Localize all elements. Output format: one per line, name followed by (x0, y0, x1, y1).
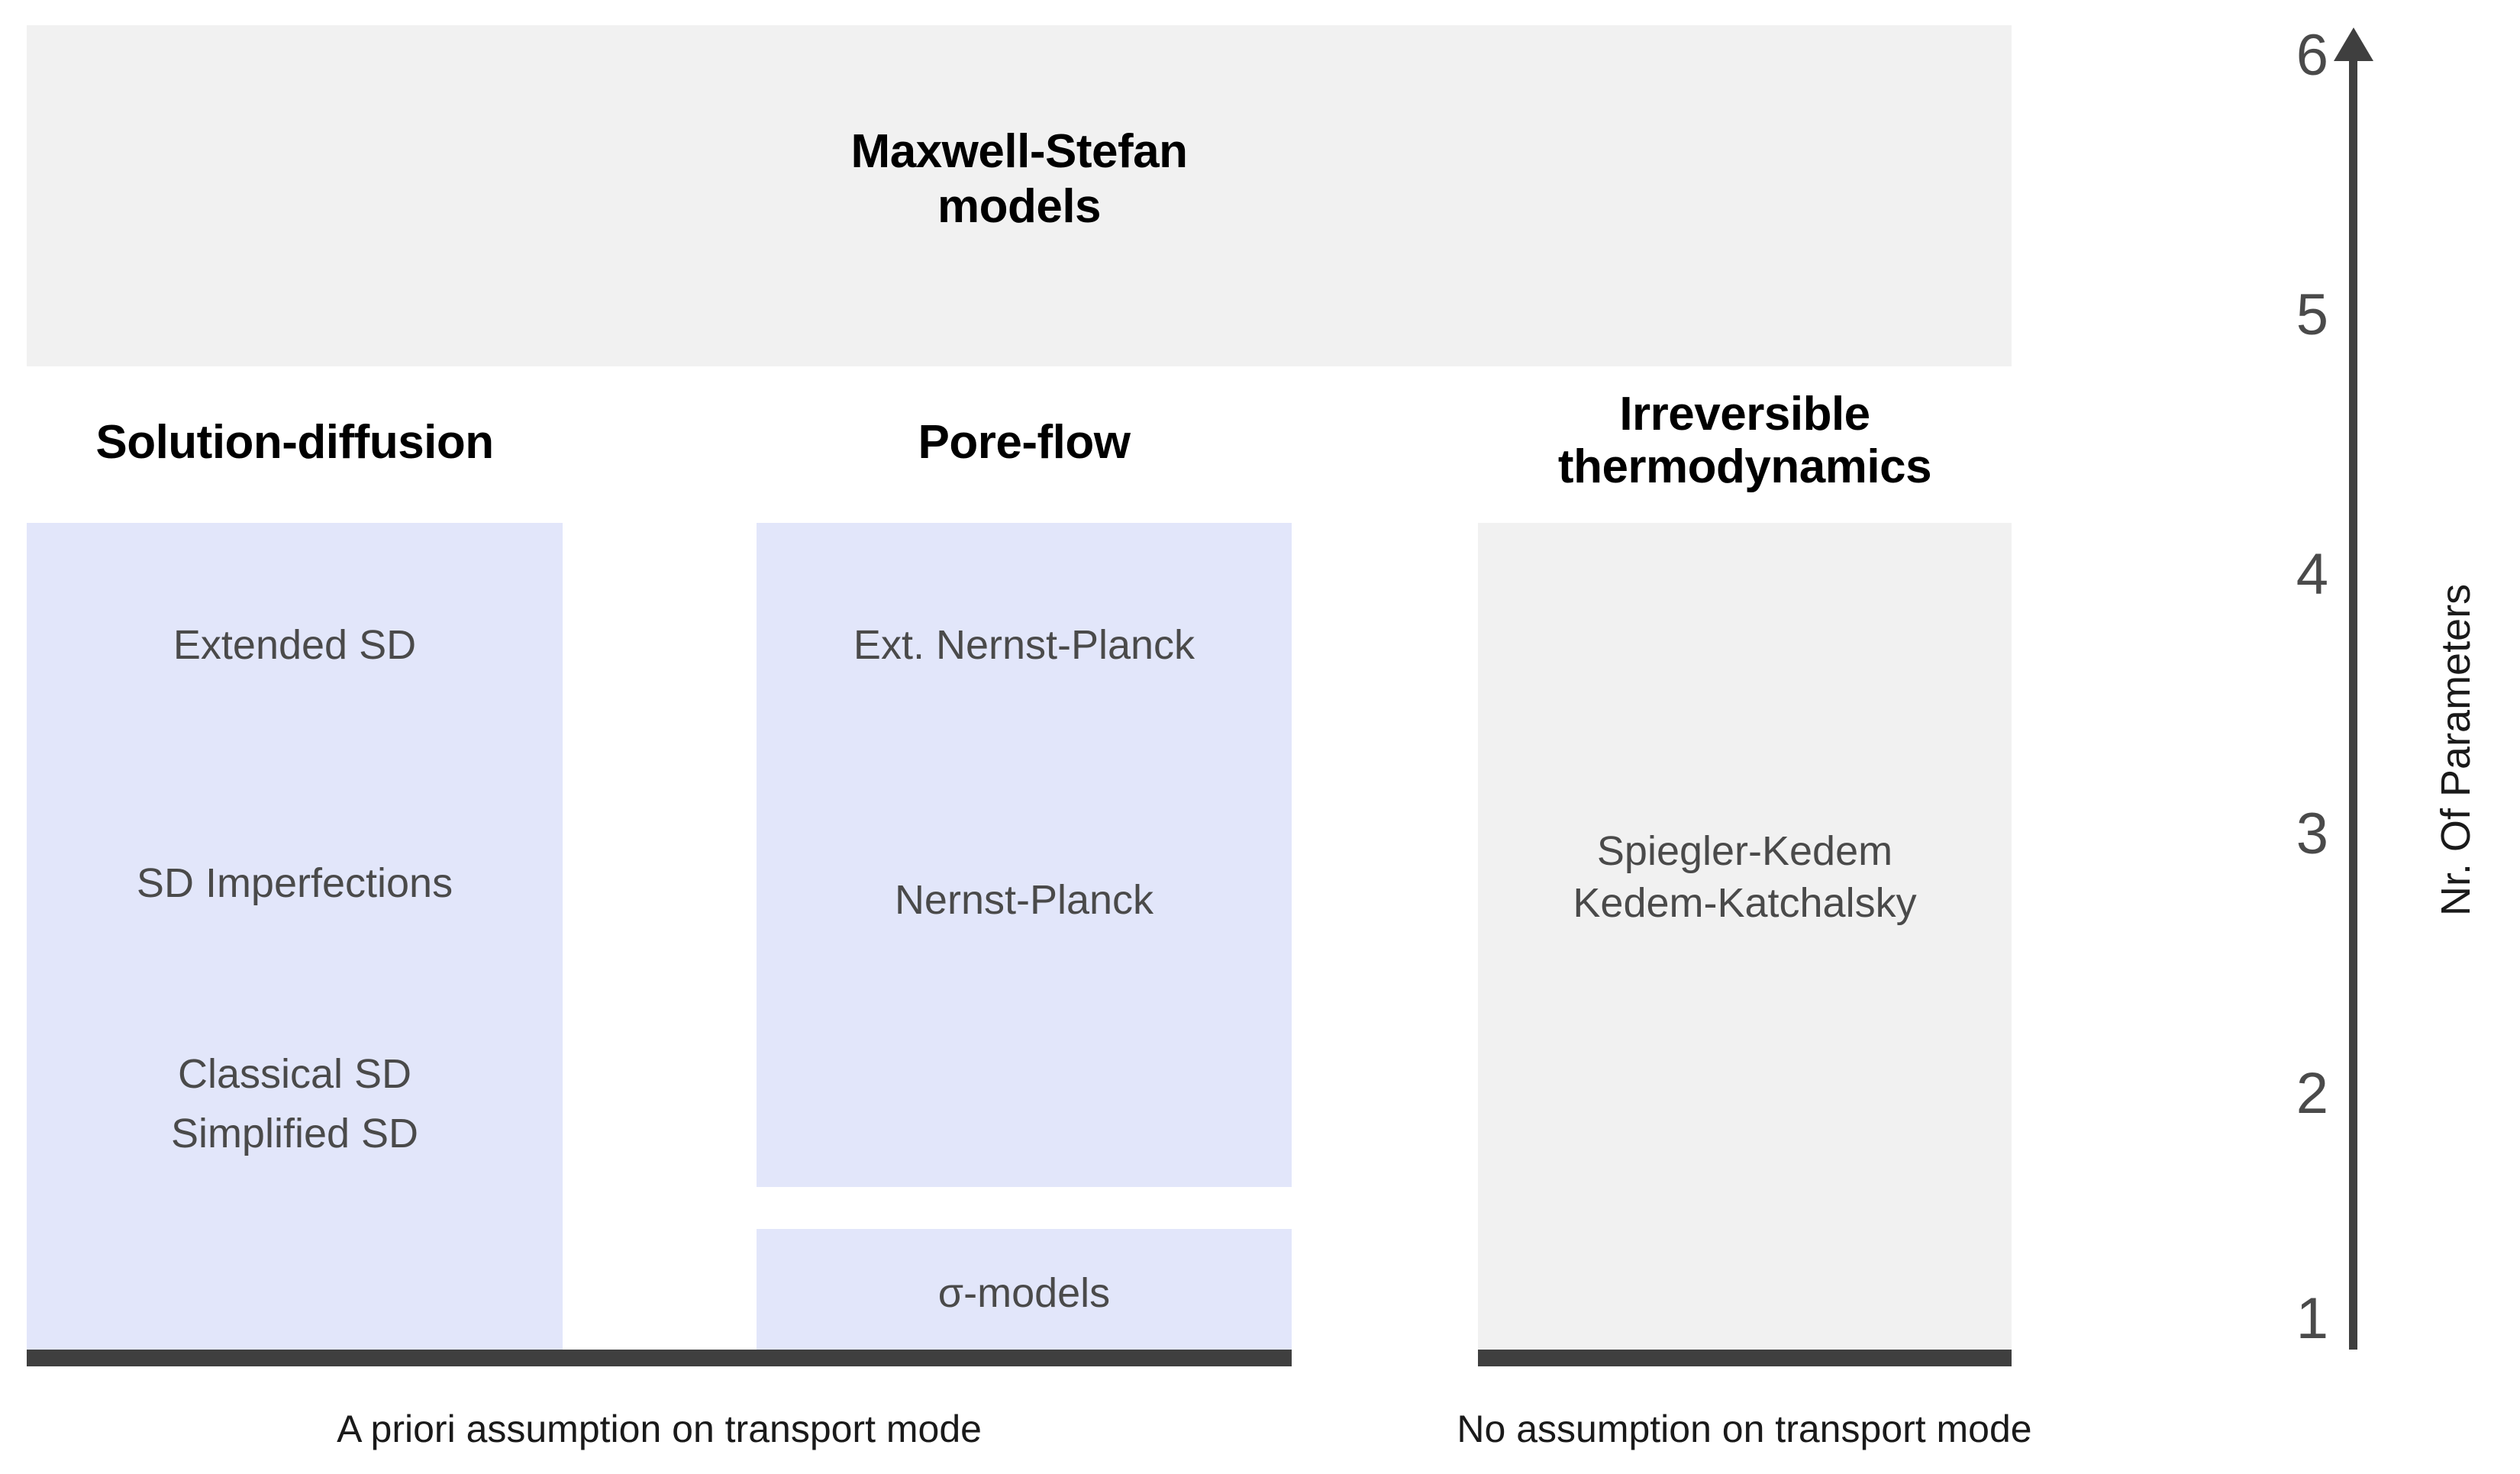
caption-no-assumption: No assumption on transport mode (1457, 1408, 2032, 1450)
maxwell-stefan-title: Maxwell-Stefan models (27, 124, 2012, 234)
column-title-pore-flow: Pore-flow (918, 416, 1131, 469)
maxwell-stefan-title-line2: models (937, 179, 1102, 233)
entry-extended-sd[interactable]: Extended SD (173, 622, 417, 668)
column-box-solution-diffusion[interactable]: Extended SD SD Imperfections Classical S… (27, 523, 563, 1360)
entry-ext-nernst-planck[interactable]: Ext. Nernst-Planck (853, 622, 1195, 668)
column-title-irreversible-thermodynamics: Irreversible thermodynamics (1478, 388, 2012, 494)
entry-sigma-models[interactable]: σ-models (937, 1270, 1111, 1316)
entry-simplified-sd[interactable]: Simplified SD (170, 1111, 419, 1156)
entry-spiegler-kedem[interactable]: Spiegler-Kedem (1596, 828, 1893, 874)
column-box-pore-flow[interactable]: Ext. Nernst-Planck Nernst-Planck (757, 523, 1292, 1187)
maxwell-stefan-title-line1: Maxwell-Stefan (850, 125, 1188, 178)
axis-tick-2: 2 (2296, 1061, 2328, 1126)
column-title-irrev-line2: thermodynamics (1557, 440, 1932, 494)
axis-tick-4: 4 (2296, 542, 2328, 607)
entry-sd-imperfections[interactable]: SD Imperfections (136, 860, 453, 906)
axis-label-nr-of-parameters: Nr. Of Parameters (2433, 583, 2479, 916)
axis-tick-3: 3 (2296, 802, 2328, 866)
entry-classical-sd[interactable]: Classical SD (177, 1051, 412, 1097)
entry-nernst-planck[interactable]: Nernst-Planck (894, 877, 1154, 923)
column-title-solution-diffusion: Solution-diffusion (95, 416, 494, 469)
entry-kedem-katchalsky[interactable]: Kedem-Katchalsky (1573, 880, 1917, 926)
axis-tick-1: 1 (2296, 1286, 2328, 1351)
caption-a-priori-assumption: A priori assumption on transport mode (337, 1408, 982, 1450)
column-box-sigma-models[interactable]: σ-models (757, 1229, 1292, 1360)
foundation-bar-right (1478, 1350, 2012, 1366)
column-title-irrev-line1: Irreversible (1619, 388, 1870, 440)
axis-tick-5: 5 (2296, 282, 2328, 347)
maxwell-stefan-banner[interactable]: Maxwell-Stefan models (27, 25, 2012, 366)
axis-line (2349, 60, 2357, 1350)
column-box-irreversible-thermodynamics[interactable]: Spiegler-Kedem Kedem-Katchalsky (1478, 523, 2012, 1360)
foundation-bar-left (27, 1350, 1292, 1366)
axis-tick-6: 6 (2296, 23, 2328, 88)
axis-arrow-head (2334, 27, 2373, 61)
